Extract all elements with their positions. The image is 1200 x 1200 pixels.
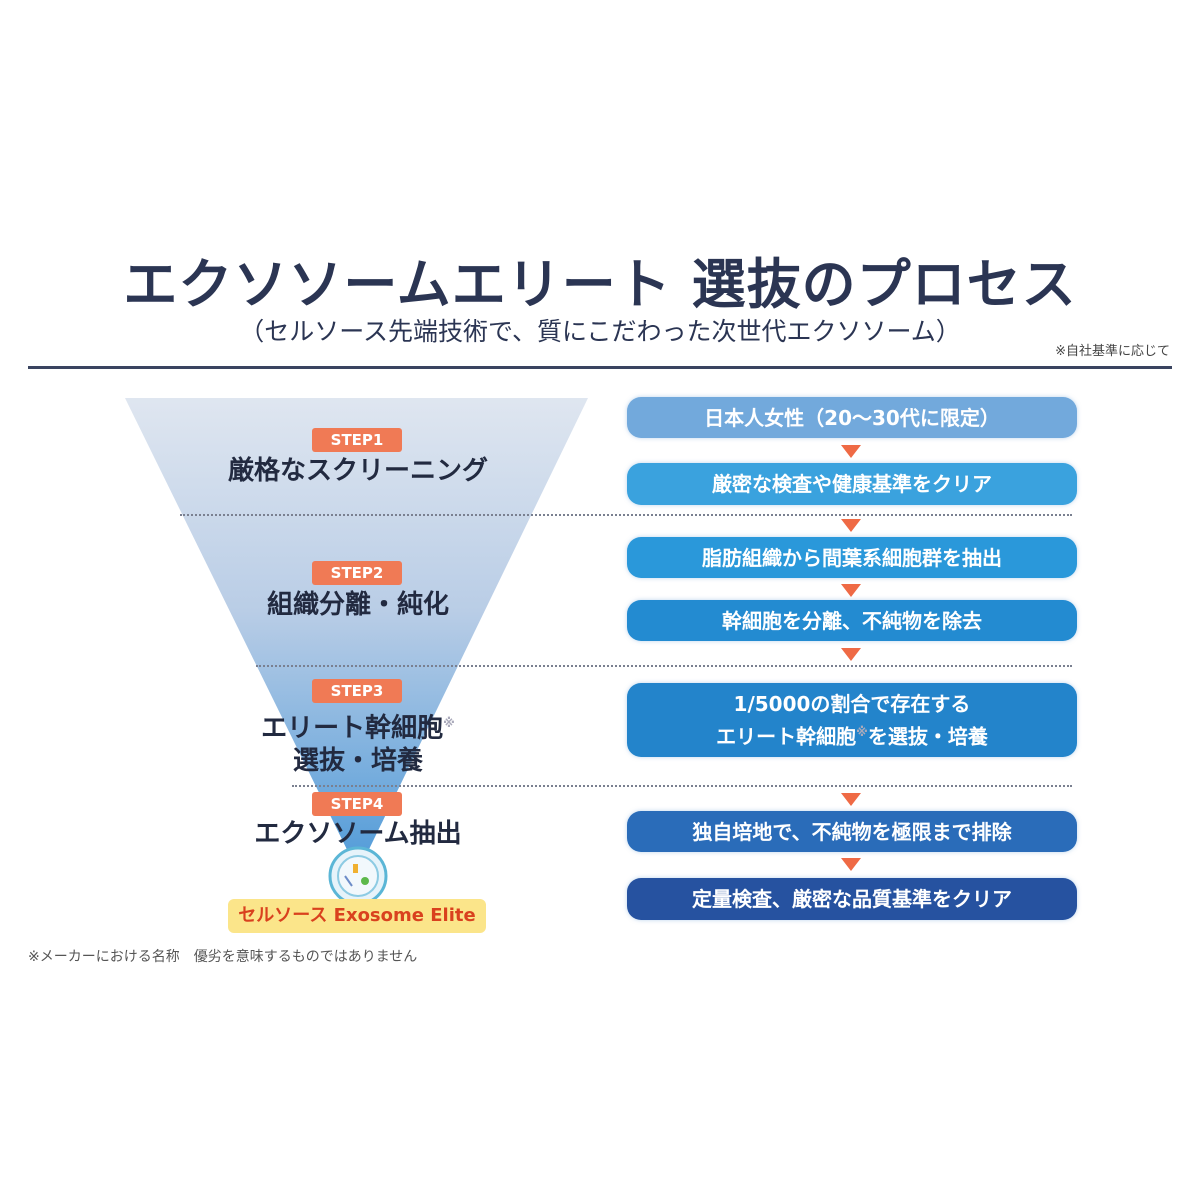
process-box: 日本人女性（20〜30代に限定）	[627, 397, 1077, 438]
stage-divider	[180, 514, 1072, 516]
process-box: 定量検査、厳密な品質基準をクリア	[627, 878, 1077, 920]
down-arrow-icon	[841, 445, 861, 458]
step2-badge: STEP2	[312, 561, 402, 585]
down-arrow-icon	[841, 793, 861, 806]
step4-badge: STEP4	[312, 792, 402, 816]
step3-badge: STEP3	[312, 679, 402, 703]
step3-label-line2: 選抜・培養	[292, 745, 423, 776]
process-box: 脂肪組織から間葉系細胞群を抽出	[627, 537, 1077, 578]
footnote: ※メーカーにおける名称 優劣を意味するものではありません	[28, 949, 418, 965]
process-box: 独自培地で、不純物を極限まで排除	[627, 811, 1077, 852]
subtitle: （セルソース先端技術で、質にこだわった次世代エクソソーム）	[239, 317, 961, 346]
down-arrow-icon	[841, 648, 861, 661]
stage-divider	[256, 665, 1072, 667]
box-line1: 1/5000の割合で存在する	[733, 691, 971, 716]
process-box: 幹細胞を分離、不純物を除去	[627, 600, 1077, 641]
step3-label-line1: エリート幹細胞	[261, 713, 444, 744]
down-arrow-icon	[841, 584, 861, 597]
step1-badge: STEP1	[312, 428, 402, 452]
exosome-icon	[328, 846, 388, 906]
footnote-mark: ※	[856, 724, 868, 739]
page-title: エクソソームエリート 選抜のプロセス	[123, 253, 1077, 316]
funnel-shape	[125, 398, 588, 872]
step4-label: エクソソーム抽出	[254, 819, 462, 849]
stage-divider	[292, 785, 1072, 787]
down-arrow-icon	[841, 858, 861, 871]
process-box: 1/5000の割合で存在する エリート幹細胞※を選抜・培養	[627, 683, 1077, 757]
step3-label: エリート幹細胞※ 選抜・培養	[148, 707, 568, 777]
process-box: 厳密な検査や健康基準をクリア	[627, 463, 1077, 505]
down-arrow-icon	[841, 519, 861, 532]
step2-label: 組織分離・純化	[266, 590, 449, 620]
step1-label: 厳格なスクリーニング	[227, 456, 488, 486]
product-label: セルソース Exosome Elite	[228, 899, 486, 933]
divider	[28, 366, 1172, 369]
note: ※自社基準に応じて	[1055, 344, 1170, 359]
footnote-mark: ※	[443, 716, 455, 730]
box-line2-b: を選抜・培養	[867, 724, 988, 749]
box-line2-a: エリート幹細胞	[716, 724, 857, 749]
box-line2: エリート幹細胞※を選抜・培養	[716, 718, 988, 751]
